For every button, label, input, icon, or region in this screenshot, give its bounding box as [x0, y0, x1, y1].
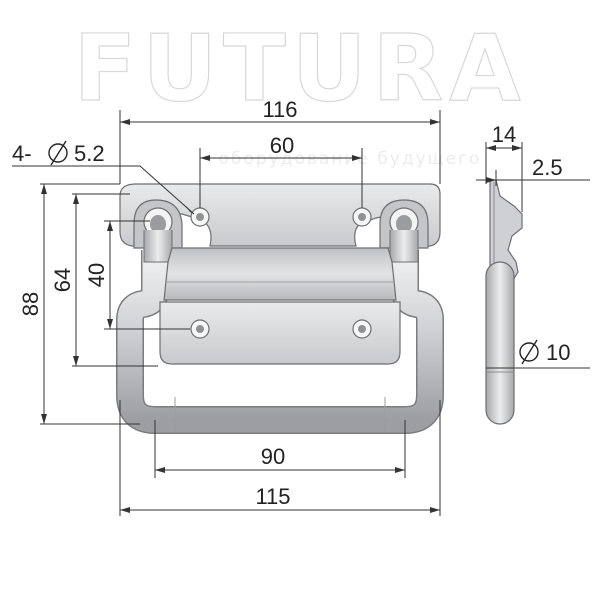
dim-total-height: 88: [18, 292, 43, 316]
dim-depth: 14: [492, 122, 516, 147]
dimension-arrows: [41, 119, 522, 513]
diameter-symbol-hole: [48, 140, 68, 166]
mounting-hole-tl: [190, 207, 210, 227]
handle-side-view: [485, 179, 523, 425]
dim-hole-diameter: 5.2: [74, 141, 105, 166]
mounting-hole-tr: [352, 207, 372, 227]
dim-thickness: 2.5: [532, 155, 563, 180]
curl-left: [133, 199, 183, 263]
mounting-hole-br: [352, 319, 372, 339]
dim-hole-spacing: 60: [270, 133, 294, 158]
handle-front-view: [116, 183, 444, 434]
dim-bottom-width: 115: [255, 484, 290, 509]
curl-right: [379, 199, 429, 263]
dim-height-40: 40: [84, 263, 109, 287]
dim-inner-width: 90: [261, 444, 285, 469]
dim-height-64: 64: [50, 268, 75, 292]
watermark-tagline: оборудование будущего: [219, 149, 482, 169]
handle-rod: [117, 250, 443, 433]
bent-band: [163, 247, 397, 301]
dim-overall-width: 116: [262, 97, 297, 122]
watermark-brand: FUTURA: [73, 15, 526, 122]
side-rod: [485, 261, 515, 425]
mounting-hole-bl: [190, 319, 210, 339]
dim-holes-count: 4-: [12, 141, 32, 166]
lower-plate: [159, 301, 401, 365]
dim-rod-diameter: 10: [546, 340, 570, 365]
diameter-symbol-rod: [519, 339, 539, 365]
